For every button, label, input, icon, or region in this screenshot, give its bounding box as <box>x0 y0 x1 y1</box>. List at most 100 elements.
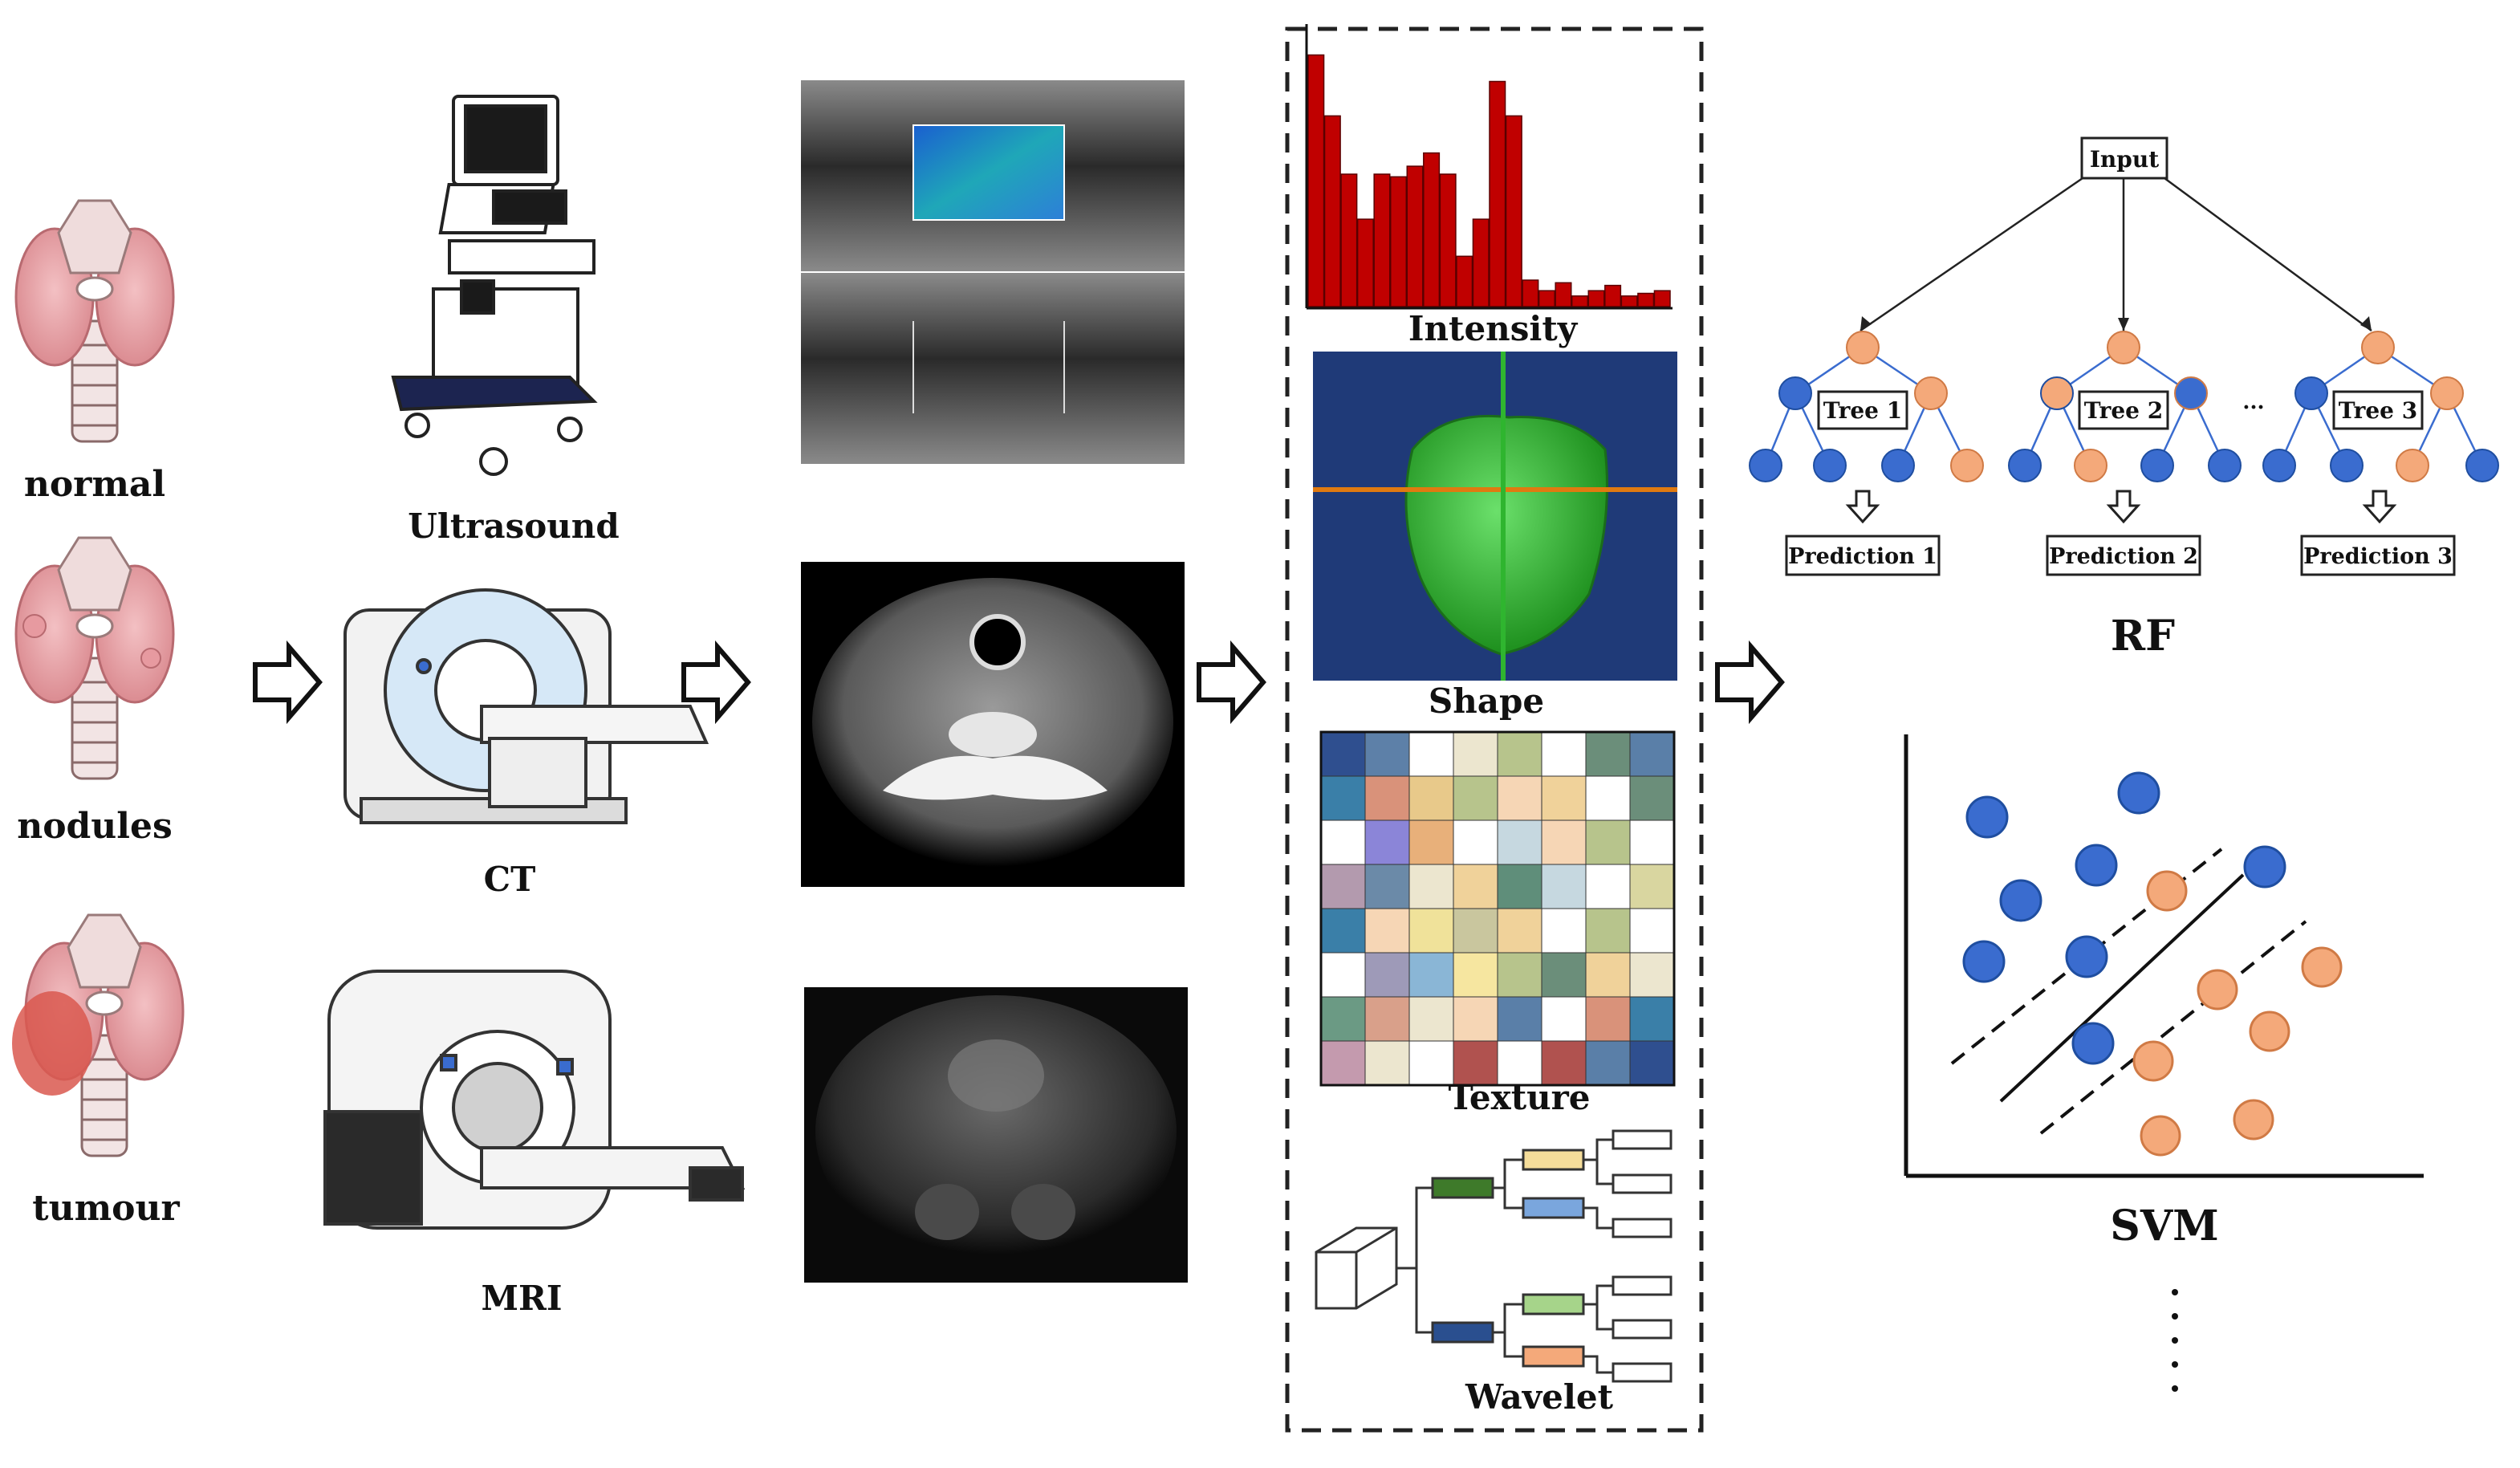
rf-prediction-label: Prediction 1 <box>1788 544 1937 569</box>
svm-point-class-a <box>1965 795 2009 839</box>
texture-cell <box>1364 908 1410 954</box>
rf-input-box <box>2080 136 2168 180</box>
texture-cell <box>1408 775 1454 821</box>
rf-tree-leaf-node <box>2008 449 2042 482</box>
histogram-bar <box>1456 255 1473 307</box>
histogram-bar <box>1571 295 1589 307</box>
histogram-bar <box>1653 290 1671 307</box>
rf-tree-leaf-node <box>2074 449 2107 482</box>
texture-cell <box>1585 775 1631 821</box>
texture-cell <box>1497 1040 1542 1086</box>
texture-cell <box>1497 819 1542 865</box>
rf-tree-node <box>1914 376 1948 410</box>
texture-cell <box>1585 731 1631 777</box>
histogram-bar <box>1538 290 1555 307</box>
label-normal: normal <box>24 464 165 505</box>
texture-cell <box>1408 819 1454 865</box>
texture-cell <box>1453 731 1498 777</box>
rf-down-arrow <box>2362 490 2397 524</box>
rf-tree-label: Tree 1 <box>1823 397 1902 424</box>
label-tumour: tumour <box>32 1188 180 1229</box>
rf-tree-node <box>2174 376 2208 410</box>
texture-cell <box>1585 952 1631 998</box>
rf-tree-node <box>2294 376 2328 410</box>
rf-tree-root-node <box>2361 331 2395 364</box>
rf-prediction-label: Prediction 3 <box>2303 544 2453 569</box>
texture-cell <box>1453 864 1498 909</box>
rf-down-arrow <box>2106 490 2141 524</box>
texture-cell <box>1541 731 1587 777</box>
svm-point-class-a <box>2117 771 2160 815</box>
label-rf: RF <box>2111 612 2175 661</box>
histogram-bar <box>1637 292 1655 307</box>
rf-prediction-box <box>1785 535 1941 576</box>
texture-cell <box>1408 908 1454 954</box>
histogram-bar <box>1489 80 1506 307</box>
svm-point-class-a <box>1962 940 2006 983</box>
texture-cell <box>1364 819 1410 865</box>
svm-point-class-a <box>2065 935 2108 978</box>
texture-cell <box>1364 731 1410 777</box>
svm-point-class-b <box>2197 969 2238 1011</box>
texture-cell <box>1541 908 1587 954</box>
texture-cell <box>1408 731 1454 777</box>
texture-cell <box>1585 1040 1631 1086</box>
rf-tree-label-box <box>2078 390 2169 430</box>
histogram-bar <box>1587 290 1605 307</box>
texture-cell <box>1497 952 1542 998</box>
texture-cell <box>1629 731 1675 777</box>
texture-cell <box>1541 864 1587 909</box>
ultrasound-machine-icon <box>391 95 598 476</box>
texture-cell <box>1320 1040 1366 1086</box>
rf-prediction-label: Prediction 2 <box>2049 544 2198 569</box>
histogram-bar <box>1373 173 1391 307</box>
texture-cell <box>1453 996 1498 1042</box>
rf-prediction-box <box>2300 535 2456 576</box>
texture-cell <box>1364 775 1410 821</box>
texture-cell <box>1320 908 1366 954</box>
svm-points <box>1962 771 2343 1157</box>
texture-cell <box>1497 864 1542 909</box>
histogram-bar <box>1604 284 1622 307</box>
texture-cell <box>1629 908 1675 954</box>
rf-tree-label-box <box>2332 390 2424 430</box>
texture-cell <box>1364 864 1410 909</box>
texture-border <box>1319 730 1676 1087</box>
texture-cell <box>1320 819 1366 865</box>
rf-tree-leaf-node <box>1813 449 1847 482</box>
label-ct: CT <box>484 860 536 899</box>
rf-ellipsis: ··· <box>2242 396 2264 420</box>
texture-matrix <box>1319 730 1676 1087</box>
wavelet-decomposition-tree <box>1315 1129 1673 1383</box>
texture-cell <box>1320 996 1366 1042</box>
texture-cell <box>1629 952 1675 998</box>
histogram-bar <box>1505 115 1522 307</box>
thyroid-tumour-illustration <box>12 913 185 1157</box>
label-wavelet: Wavelet <box>1465 1377 1614 1417</box>
texture-cell <box>1453 952 1498 998</box>
feature-panel-dashed-border <box>1285 26 1704 1433</box>
texture-cell <box>1453 1040 1498 1086</box>
label-texture: Texture <box>1449 1078 1591 1117</box>
svm-point-class-b <box>2249 1011 2290 1052</box>
svm-point-class-b <box>2146 870 2188 912</box>
rf-tree-label: Tree 3 <box>2339 397 2417 424</box>
texture-cell <box>1408 952 1454 998</box>
flow-arrow-4 <box>1715 640 1785 725</box>
rf-tree-leaf-node <box>2208 449 2242 482</box>
rf-tree-node <box>1778 376 1812 410</box>
ct-scan-image <box>801 562 1185 887</box>
texture-cell <box>1585 864 1631 909</box>
texture-cell <box>1585 908 1631 954</box>
texture-cell <box>1453 908 1498 954</box>
rf-input-label: Input <box>2090 146 2159 173</box>
rf-tree-root-node <box>2107 331 2140 364</box>
texture-cell <box>1364 952 1410 998</box>
texture-cell <box>1497 775 1542 821</box>
rf-tree-leaf-node <box>2396 449 2429 482</box>
texture-cell <box>1497 996 1542 1042</box>
histogram-bar <box>1522 279 1539 307</box>
texture-cell <box>1629 864 1675 909</box>
